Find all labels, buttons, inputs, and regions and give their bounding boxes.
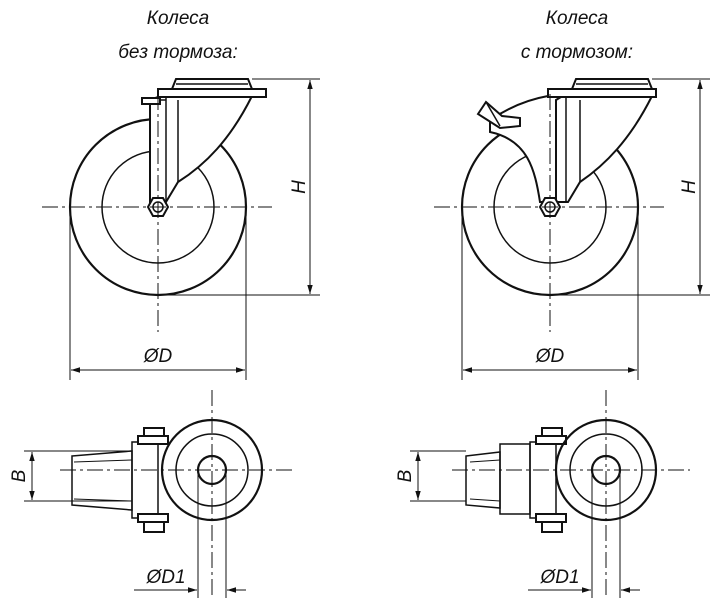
top-view-with-brake: B ØD1 <box>395 390 690 598</box>
left-caption-line1: Колеса <box>147 8 209 29</box>
fork-leg <box>131 441 159 519</box>
diameter-label: ØD <box>143 346 173 367</box>
fork-leg <box>529 441 557 519</box>
height-label: H <box>289 180 310 194</box>
bore-label: ØD1 <box>539 567 579 588</box>
side-view-without-brake: H ØD <box>42 78 320 380</box>
bore-label: ØD1 <box>145 567 185 588</box>
mounting-plate <box>547 88 657 98</box>
diameter-label: ØD <box>535 346 565 367</box>
width-label: B <box>395 469 416 482</box>
side-tab <box>141 97 161 105</box>
height-label: H <box>679 180 700 194</box>
width-label: B <box>9 469 30 482</box>
right-caption-line2: с тормозом: <box>521 42 633 63</box>
fork-bracket <box>555 93 654 203</box>
right-caption-line1: Колеса <box>546 8 608 29</box>
top-view-without-brake: B ØD1 <box>9 390 296 598</box>
brake-housing <box>499 443 531 515</box>
left-caption-line2: без тормоза: <box>118 42 238 63</box>
mounting-plate <box>157 88 267 98</box>
side-view-with-brake: H ØD <box>434 78 710 380</box>
